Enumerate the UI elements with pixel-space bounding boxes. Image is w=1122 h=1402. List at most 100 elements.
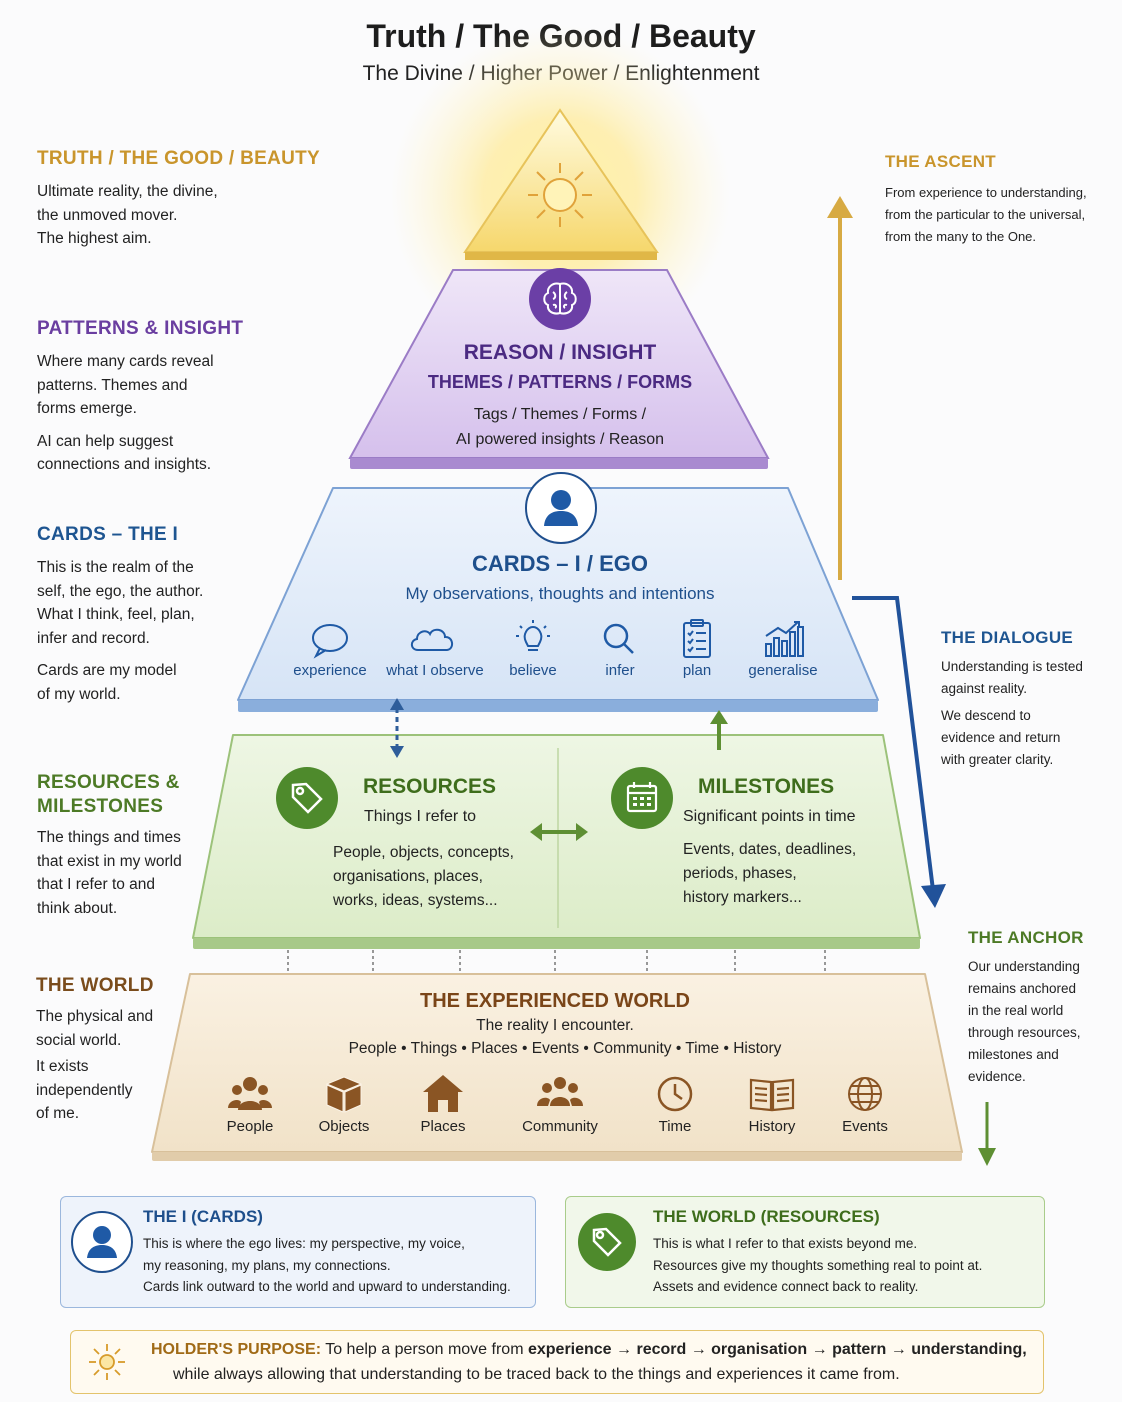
calendar-icon (611, 767, 673, 829)
person-icon (71, 1211, 133, 1273)
dialogue-line: We descend to (941, 708, 1031, 723)
truth-section: TRUTH / THE GOOD / BEAUTY Ultimate reali… (37, 148, 327, 251)
dialogue-line: Understanding is tested (941, 659, 1083, 674)
card-item-label: infer (605, 662, 635, 679)
card-item-label: experience (293, 662, 367, 679)
world-section: THE WORLD The physical and social world.… (36, 975, 196, 1126)
card-item-label: generalise (748, 662, 818, 679)
ascent-line: From experience to understanding, (885, 185, 1087, 200)
purpose-arrow: → (807, 1341, 833, 1358)
person-icon (525, 472, 597, 544)
world-item-label: Events (842, 1118, 888, 1135)
purpose-step: pattern (832, 1341, 887, 1358)
ascent-line: from the particular to the universal, (885, 207, 1086, 222)
card-item-label: plan (682, 662, 712, 679)
resources-line: think about. (37, 899, 118, 917)
cloud-icon (410, 628, 453, 651)
cards-section: CARDS – THE I This is the realm of the s… (37, 524, 267, 706)
ascent-heading: THE ASCENT (885, 152, 996, 171)
cards-line: self, the ego, the author. (37, 582, 204, 600)
world-item-history: History (737, 1072, 807, 1135)
ascent-section: THE ASCENT From experience to understand… (885, 152, 1115, 248)
sun-icon (89, 1344, 125, 1380)
world-item-people: People (215, 1072, 285, 1135)
patterns-line: connections and insights. (37, 456, 212, 473)
purpose-arrow: → (611, 1341, 637, 1358)
world-resources-heading: THE WORLD (RESOURCES) (653, 1207, 880, 1226)
world-item-label: History (748, 1118, 796, 1135)
world-item-label: Time (658, 1118, 692, 1135)
world-item-objects: Objects (309, 1072, 379, 1135)
purpose-line-1: HOLDER'S PURPOSE: To help a person move … (151, 1341, 1041, 1359)
people-icon (228, 1077, 272, 1110)
purpose-step: organisation (711, 1341, 808, 1358)
community-icon (537, 1077, 583, 1106)
world-resources-line: This is what I refer to that exists beyo… (653, 1236, 918, 1251)
box-icon (325, 1076, 363, 1113)
milestones-body-line: periods, phases, (683, 865, 797, 882)
dialogue-line: evidence and return (941, 730, 1061, 745)
cards-line: Cards are my model (37, 662, 177, 679)
resources-heading: RESOURCES & (37, 772, 180, 793)
truth-heading: TRUTH / THE GOOD / BEAUTY (37, 148, 320, 169)
reason-line-2: AI powered insights / Reason (455, 431, 665, 448)
purpose-arrow: → (886, 1341, 912, 1358)
card-item-label: what I observe (386, 662, 484, 679)
card-item-observe: what I observe (380, 618, 490, 679)
purpose-step: experience (527, 1341, 612, 1358)
bar-chart-icon (765, 621, 804, 657)
brain-icon (529, 268, 591, 330)
milestones-body-line: history markers... (683, 889, 802, 906)
patterns-line: forms emerge. (37, 400, 137, 417)
world-resources-line: Assets and evidence connect back to real… (653, 1279, 919, 1294)
cards-line: of my world. (37, 685, 121, 703)
card-item-experience: experience (290, 618, 370, 679)
dialogue-heading: THE DIALOGUE (941, 628, 1074, 647)
world-subtitle: The reality I encounter. (476, 1017, 634, 1034)
resources-body: People, objects, concepts, organisations… (333, 841, 533, 913)
world-title: THE EXPERIENCED WORLD (419, 990, 691, 1012)
world-item-events: Events (830, 1072, 900, 1135)
milestones-body-line: Events, dates, deadlines, (683, 841, 857, 858)
cards-line: What I think, feel, plan, (37, 606, 195, 623)
world-resources-panel: THE WORLD (RESOURCES) This is what I ref… (565, 1196, 1045, 1308)
milestones-body: Events, dates, deadlines, periods, phase… (683, 838, 893, 910)
reason-line-1: Tags / Themes / Forms / (473, 406, 647, 423)
patterns-section: PATTERNS & INSIGHT Where many cards reve… (37, 318, 297, 477)
world-item-label: Places (420, 1118, 466, 1135)
card-item-infer: infer (585, 618, 655, 679)
dialogue-line: against reality. (941, 681, 1028, 696)
resources-body-line: organisations, places, (333, 868, 483, 885)
patterns-line: Where many cards reveal (37, 353, 214, 370)
truth-line: Ultimate reality, the divine, (37, 183, 218, 200)
world-line: independently (36, 1081, 133, 1099)
dialogue-section: THE DIALOGUE Understanding is tested aga… (941, 628, 1116, 771)
patterns-line: AI can help suggest (37, 432, 174, 450)
card-item-generalise: generalise (738, 618, 828, 679)
resources-title: RESOURCES (363, 775, 497, 798)
anchor-line: remains anchored (968, 981, 1077, 996)
world-item-label: Objects (318, 1118, 370, 1135)
resources-line: The things and times (37, 829, 181, 846)
card-item-label: believe (509, 662, 557, 679)
anchor-section: THE ANCHOR Our understanding remains anc… (968, 928, 1118, 1088)
book-icon (749, 1078, 795, 1112)
anchor-line: milestones and (968, 1047, 1059, 1062)
patterns-line: patterns. Themes and (37, 376, 188, 394)
purpose-label: HOLDER'S PURPOSE: (151, 1341, 322, 1358)
milestones-subtitle: Significant points in time (683, 808, 856, 825)
world-item-community: Community (515, 1072, 605, 1135)
resources-body-line: People, objects, concepts, (333, 844, 514, 861)
purpose-panel: HOLDER'S PURPOSE: To help a person move … (70, 1330, 1044, 1394)
cards-line: infer and record. (37, 629, 150, 647)
world-item-label: People (226, 1118, 274, 1135)
anchor-line: evidence. (968, 1069, 1026, 1084)
world-line: It exists (36, 1058, 89, 1075)
cards-title: CARDS – I / EGO (471, 551, 649, 576)
i-cards-panel: THE I (CARDS) This is where the ego live… (60, 1196, 536, 1308)
purpose-step: understanding, (911, 1341, 1027, 1358)
globe-icon (848, 1077, 882, 1111)
world-item-places: Places (408, 1072, 478, 1135)
dialogue-line: with greater clarity. (941, 752, 1054, 767)
